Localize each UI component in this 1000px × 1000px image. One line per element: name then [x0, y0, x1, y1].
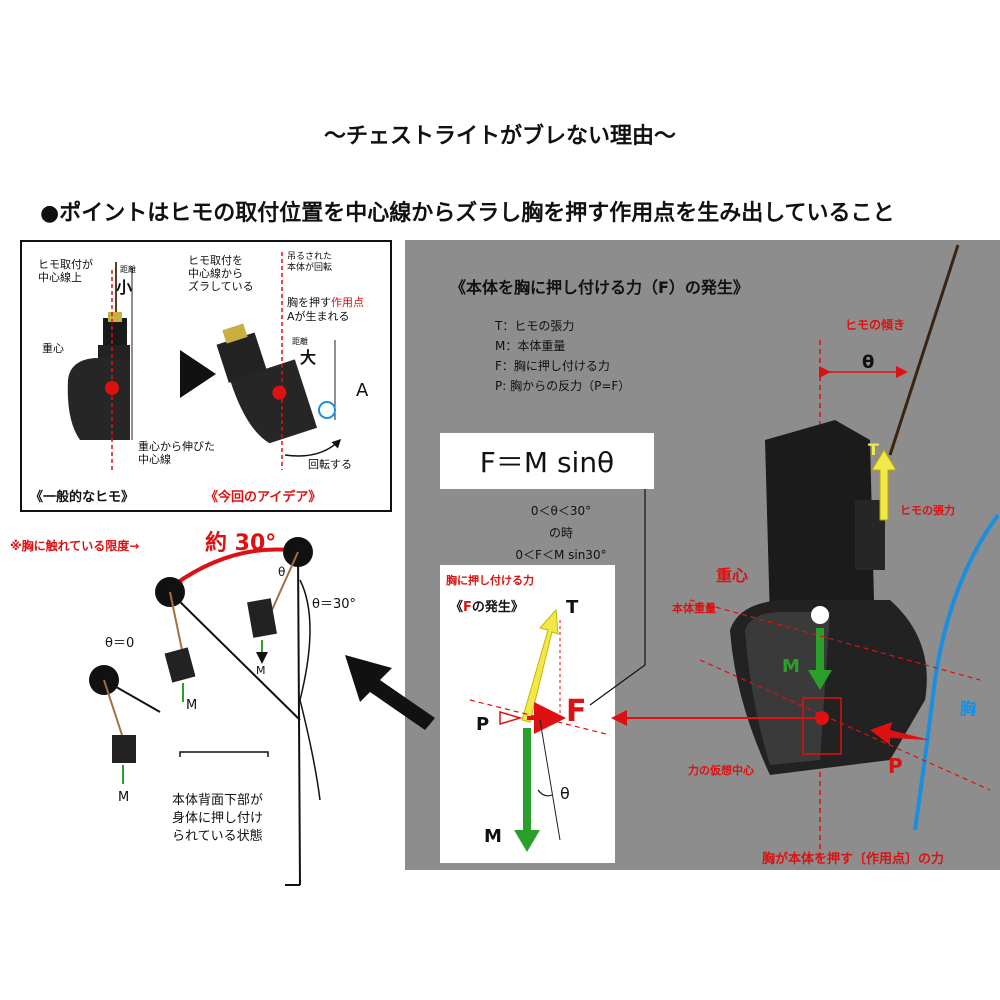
- pointer-arrow-icon: [345, 655, 435, 730]
- condition-line-2: の時: [548, 526, 573, 540]
- label-distance-2: 距離: [292, 337, 308, 346]
- chest-curve: [913, 513, 1000, 831]
- label-push-point: 胸を押す作用点: [287, 296, 364, 309]
- condition-line-1: 0＜θ＜30°: [530, 504, 592, 518]
- device-general: [67, 262, 130, 440]
- label-p-device: P: [888, 754, 903, 778]
- label-cog-left: 重心: [42, 342, 64, 355]
- label-m-top: M: [256, 664, 266, 677]
- next-arrow-icon: [180, 350, 216, 398]
- label-m-low: M: [118, 790, 130, 805]
- label-m-mid: M: [186, 698, 198, 713]
- label-t-device: T: [868, 440, 879, 459]
- legend-m: M：本体重量: [495, 339, 566, 353]
- label-body-weight: 本体重量: [672, 602, 716, 615]
- label-m-device: M: [782, 656, 800, 677]
- label-m-box: M: [484, 826, 502, 847]
- label-f-box: F: [566, 694, 587, 729]
- label-contact-limit: ※胸に触れている限度→: [10, 539, 140, 553]
- page-title: ～チェストライトがブレない理由～: [323, 124, 676, 149]
- label-center-line: 重心から伸びた 中心線: [138, 440, 215, 466]
- label-p-box: P: [476, 714, 490, 735]
- label-small: 小: [116, 278, 133, 297]
- label-point-a: A: [356, 380, 369, 401]
- label-theta-tilt: θ: [862, 352, 875, 373]
- label-himo-offset: ヒモ取付を 中心線から ズラしている: [188, 254, 254, 293]
- label-theta-small: θ: [278, 565, 286, 579]
- label-push-force: 胸に押し付ける力: [446, 574, 534, 587]
- label-strap-tilt: ヒモの傾き: [845, 318, 906, 332]
- label-virtual-center: 力の仮想中心: [688, 764, 754, 777]
- label-theta-0: θ＝0: [105, 636, 135, 651]
- caption-general-strap: 《一般的なヒモ》: [30, 490, 135, 505]
- label-strap-tension: ヒモの張力: [900, 504, 955, 517]
- condition-text: 0＜θ＜30° の時 0＜F＜M sin30°: [476, 500, 646, 566]
- legend-f: F：胸に押し付ける力: [495, 359, 610, 373]
- force-heading: 《本体を胸に押し付ける力（F）の発生》: [450, 278, 749, 297]
- label-push-point-line2: Aが生まれる: [287, 310, 350, 323]
- label-theta-30: θ＝30°: [312, 597, 356, 612]
- formula-box: F＝M sinθ: [440, 433, 654, 489]
- page-subtitle: ●ポイントはヒモの取付位置を中心線からズラし胸を押す作用点を生み出していること: [40, 201, 895, 226]
- label-pressed-state: 本体背面下部が 身体に押し付け られている状態: [172, 793, 264, 844]
- label-t-box: T: [566, 597, 579, 618]
- label-approx-30: 約 30°: [205, 531, 277, 556]
- label-f-generation: 《Fの発生》: [450, 600, 524, 615]
- label-cog: 重心: [716, 566, 749, 585]
- caption-this-idea: 《今回のアイデア》: [205, 490, 322, 505]
- label-distance-1: 距離: [120, 265, 136, 274]
- label-himo-center: ヒモ取付が 中心線上: [38, 258, 93, 284]
- condition-line-3: 0＜F＜M sin30°: [515, 548, 607, 562]
- label-rotate: 回転する: [308, 458, 352, 471]
- legend-t: T：ヒモの張力: [495, 319, 575, 333]
- label-large: 大: [300, 348, 317, 367]
- label-rotated: 吊るされた 本体が回転: [287, 252, 333, 273]
- label-chest-push-force: 胸が本体を押す〔作用点〕の力: [762, 852, 945, 867]
- label-chest: 胸: [960, 699, 977, 718]
- label-theta-box: θ: [560, 784, 570, 803]
- device-idea: [216, 323, 318, 444]
- point-a-marker: [318, 401, 336, 419]
- force-legend: T：ヒモの張力 M：本体重量 F：胸に押し付ける力 P: 胸からの反力（P=F）: [495, 316, 630, 396]
- legend-p: P: 胸からの反力（P=F）: [495, 379, 631, 393]
- chest-light-device: [730, 420, 927, 775]
